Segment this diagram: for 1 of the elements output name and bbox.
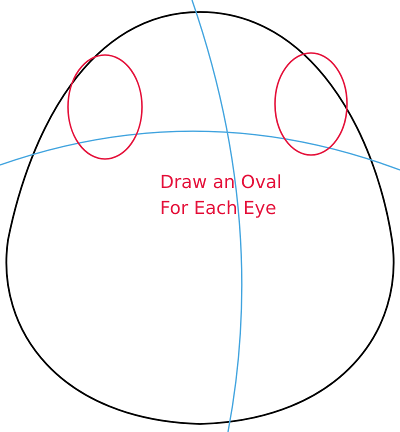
instruction-text: Draw an Oval For Each Eye xyxy=(160,171,283,221)
